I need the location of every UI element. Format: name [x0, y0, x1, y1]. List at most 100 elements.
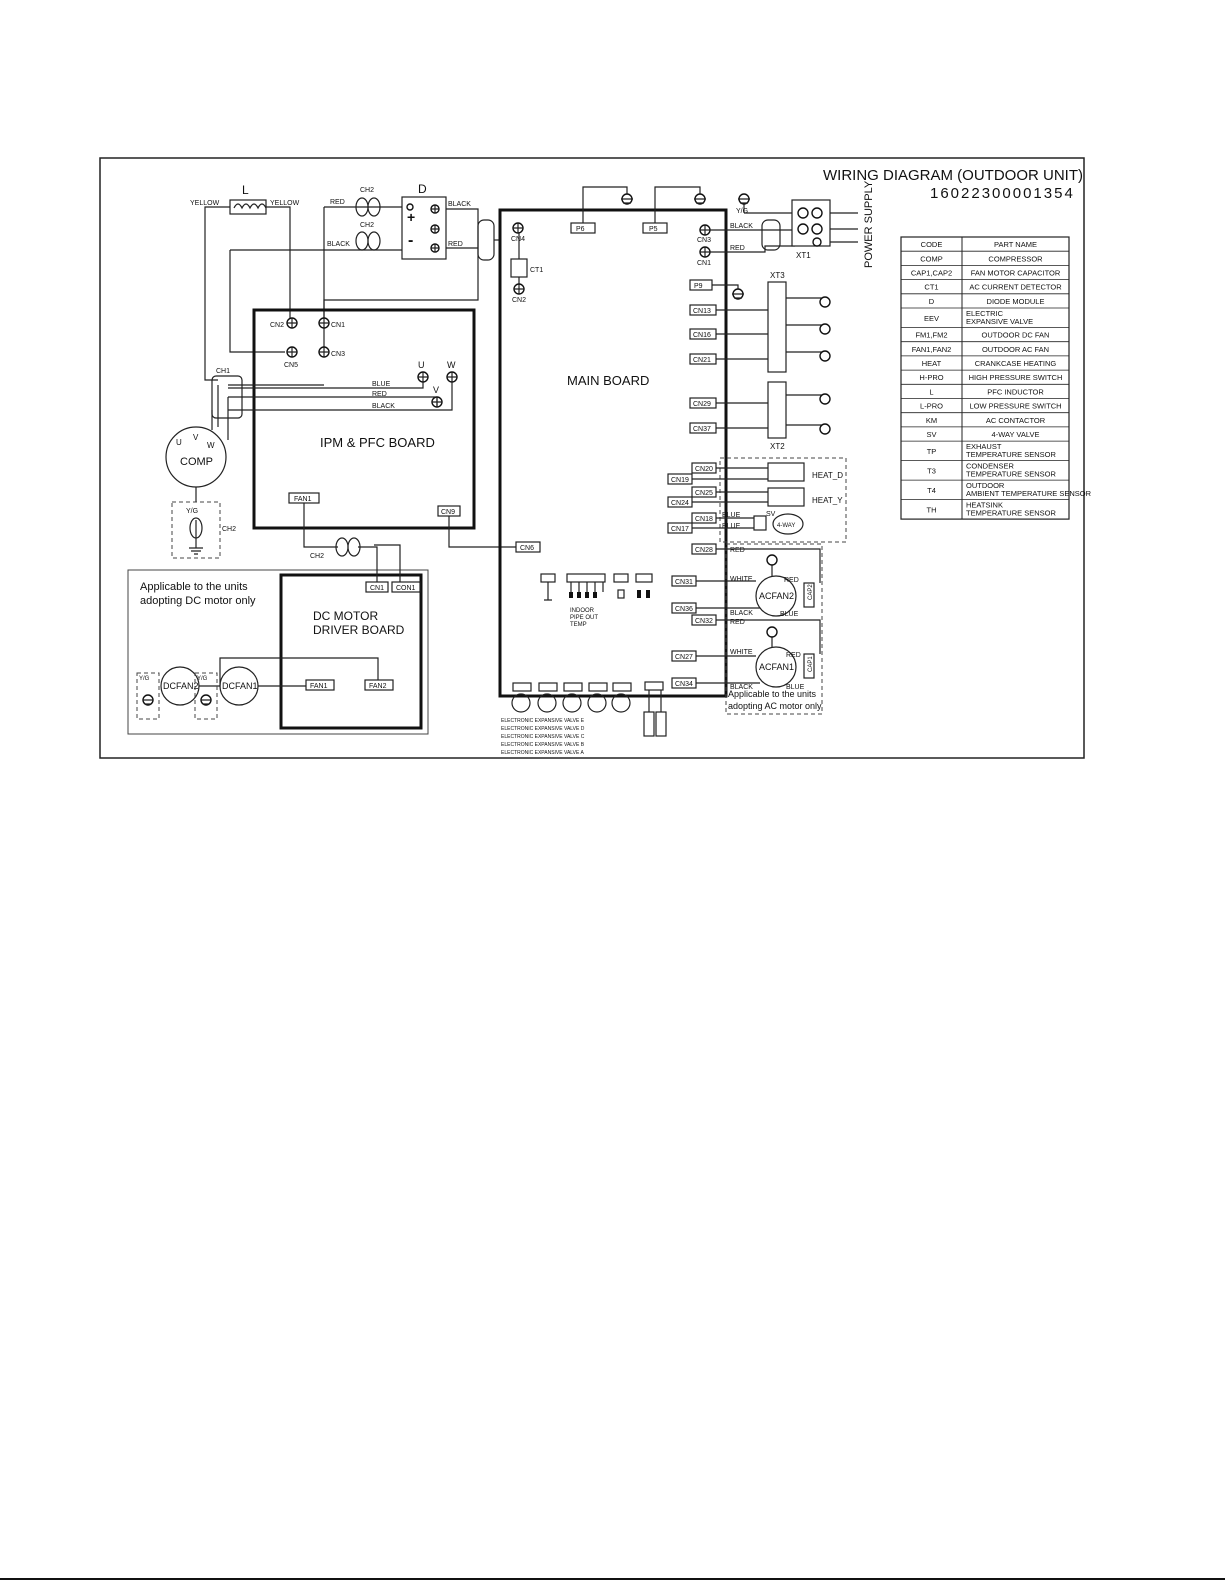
- svg-text:HEAT_D: HEAT_D: [812, 471, 843, 480]
- wire-red-top: RED: [330, 199, 345, 206]
- main-cn36: CN36: [671, 602, 697, 614]
- ferrite-ch2-b: CH2: [360, 222, 374, 229]
- svg-text:PIPE OUT: PIPE OUT: [570, 615, 598, 621]
- svg-text:W: W: [207, 441, 215, 450]
- svg-text:CN16: CN16: [693, 332, 711, 339]
- svg-text:CN24: CN24: [671, 500, 689, 507]
- wire-blue-sv-a: BLUE: [722, 512, 741, 519]
- wire-yellow-right: YELLOW: [270, 200, 300, 207]
- power-supply-label: POWER SUPPLY: [863, 180, 875, 268]
- legend-part-name: COMPRESSOR: [988, 254, 1043, 263]
- legend-code: TP: [927, 447, 937, 456]
- legend-code: H-PRO: [919, 373, 943, 382]
- ipm-connector-cn5: CN5: [284, 346, 298, 369]
- svg-text:WHITE: WHITE: [730, 576, 753, 583]
- legend-code: SV: [926, 430, 936, 439]
- svg-text:CON1: CON1: [396, 585, 416, 592]
- svg-text:CN34: CN34: [675, 681, 693, 688]
- svg-text:XT1: XT1: [796, 251, 811, 260]
- main-cn19: CN19: [667, 473, 693, 485]
- main-cn24: CN24: [667, 496, 693, 508]
- legend-part-name: OUTDOOR AC FAN: [982, 345, 1049, 354]
- svg-text:CN1: CN1: [331, 322, 345, 329]
- cap2: [803, 582, 815, 608]
- legend-code: HEAT: [922, 359, 942, 368]
- ipm-pfc-board: [252, 308, 476, 530]
- main-cn37: CN37: [689, 422, 768, 434]
- main-cn4: CN4: [511, 236, 525, 243]
- svg-text:P6: P6: [576, 226, 585, 233]
- svg-text:CAP2: CAP2: [808, 584, 814, 600]
- svg-text:CT1: CT1: [530, 267, 543, 274]
- svg-text:CN5: CN5: [284, 362, 298, 369]
- main-cn1: CN1: [697, 260, 711, 267]
- svg-text:ACFAN1: ACFAN1: [759, 662, 794, 672]
- legend-header-code: CODE: [921, 240, 943, 249]
- svg-text:CN21: CN21: [693, 357, 711, 364]
- svg-text:DCFAN2: DCFAN2: [163, 681, 199, 691]
- svg-text:CN20: CN20: [695, 466, 713, 473]
- svg-text:CN29: CN29: [693, 401, 711, 408]
- svg-text:COMP: COMP: [180, 456, 213, 468]
- svg-text:FAN1: FAN1: [294, 496, 312, 503]
- svg-text:V: V: [193, 433, 199, 442]
- xt1-terminal: [791, 199, 831, 247]
- eev-label-e: ELECTRONIC EXPANSIVE VALVE E: [501, 718, 585, 724]
- ferrite-ch2-a: CH2: [360, 187, 374, 194]
- legend-code: CAP1,CAP2: [911, 269, 952, 278]
- dc-motor-box: [127, 569, 429, 735]
- dc-board-label-1: DC MOTOR: [313, 609, 378, 623]
- comp-ch2: CH2: [222, 526, 236, 533]
- dcfan2-yg: Y/G: [139, 676, 150, 682]
- wire-blue-sv-b: BLUE: [722, 523, 741, 530]
- svg-text:ACFAN2: ACFAN2: [759, 591, 794, 601]
- legend-part-name: CRANKCASE HEATING: [975, 359, 1057, 368]
- main-cn27: CN27: [671, 650, 697, 662]
- svg-text:CN27: CN27: [675, 654, 693, 661]
- dc-note-1: Applicable to the units: [140, 581, 248, 593]
- ferrite-ch1: CH1: [216, 368, 230, 375]
- wire-red-power: RED: [730, 245, 745, 252]
- legend-code: EEV: [924, 314, 939, 323]
- legend-code: T4: [927, 486, 936, 495]
- legend-part-name: PFC INDUCTOR: [987, 387, 1044, 396]
- inductor-l: [229, 199, 267, 215]
- main-cn20: CN20: [691, 462, 717, 474]
- svg-text:CN25: CN25: [695, 490, 713, 497]
- svg-text:CN2: CN2: [270, 322, 284, 329]
- main-cn13: CN13: [689, 304, 768, 316]
- xt3-label: XT3: [770, 271, 785, 280]
- legend-part-name: AC CURRENT DETECTOR: [969, 283, 1062, 292]
- svg-text:+: +: [407, 209, 415, 225]
- dc-fan2-connector: FAN2: [364, 679, 394, 691]
- legend-code: TH: [927, 505, 937, 514]
- heater-d: [767, 462, 805, 482]
- svg-text:BLUE: BLUE: [786, 684, 805, 691]
- svg-text:BLACK: BLACK: [730, 684, 753, 691]
- wire-yellow-left: YELLOW: [190, 200, 220, 207]
- main-misc-connectors: INDOOR PIPE OUT TEMP: [540, 573, 653, 628]
- svg-text:BLUE: BLUE: [780, 611, 799, 618]
- legend-part-name: LOW PRESSURE SWITCH: [969, 402, 1061, 411]
- diagram-frame: [99, 157, 1085, 759]
- svg-text:BLACK: BLACK: [730, 610, 753, 617]
- svg-text:RED: RED: [730, 547, 745, 554]
- pressure-switch-connector: [643, 681, 667, 737]
- legend-part-name: 4-WAY VALVE: [992, 430, 1040, 439]
- four-way-valve: [772, 513, 804, 535]
- xt2-label: XT2: [770, 442, 785, 451]
- dc-ch2: CH2: [310, 553, 324, 560]
- legend-part-name: FAN MOTOR CAPACITOR: [971, 269, 1061, 278]
- legend-code: CT1: [924, 283, 938, 292]
- legend-code: T3: [927, 466, 936, 475]
- xt2-terminal: [767, 381, 787, 439]
- acfan1: [755, 646, 797, 688]
- svg-text:CN19: CN19: [671, 477, 689, 484]
- legend-code: FAN1,FAN2: [912, 345, 952, 354]
- legend-code: L-PRO: [920, 402, 943, 411]
- legend-part-name: OUTDOOR DC FAN: [982, 331, 1050, 340]
- heater-sv-box: [719, 457, 847, 543]
- svg-text:4-WAY: 4-WAY: [777, 523, 795, 529]
